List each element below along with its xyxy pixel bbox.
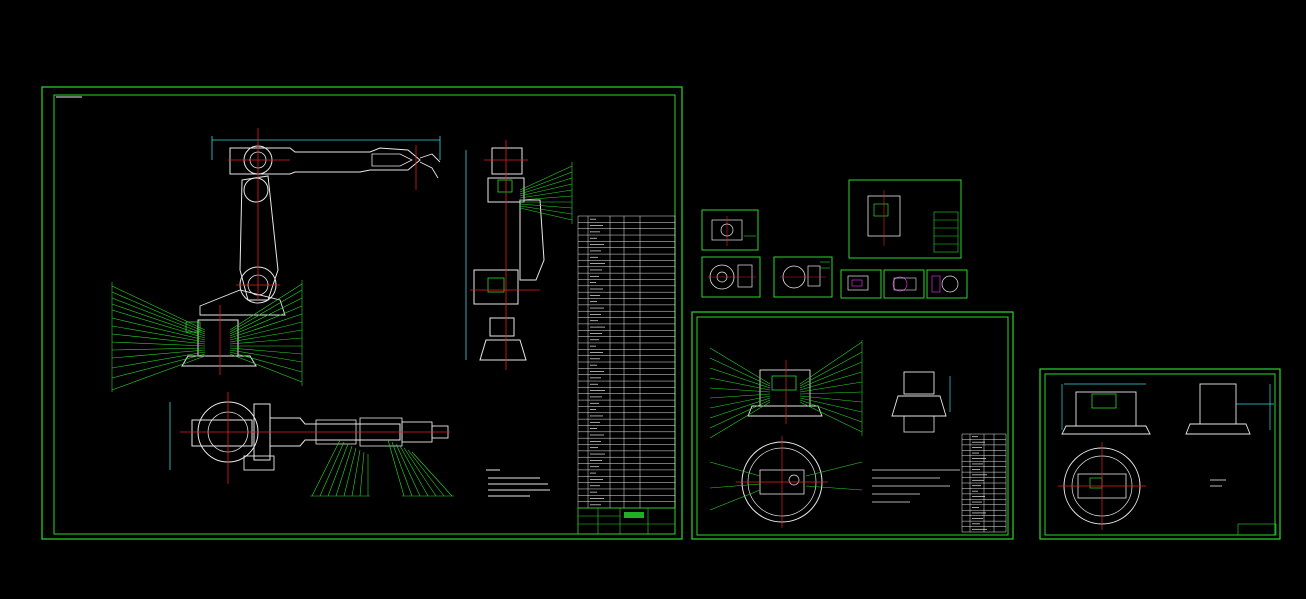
balloon-leader-icon (709, 461, 863, 511)
balloon-leader-icon (709, 340, 863, 439)
arm-plan-view (169, 392, 454, 497)
sheet-base-part[interactable] (1039, 368, 1281, 540)
sheet-detail-small-3[interactable] (773, 256, 833, 298)
crosshair-icon (219, 128, 417, 375)
balloon-leader-icon (519, 162, 573, 224)
sheet-detail-small-2[interactable] (701, 256, 761, 298)
sheet-main-assembly[interactable] (41, 86, 683, 540)
sheet-base-assembly[interactable] (691, 311, 1014, 540)
arm-elevation-view (111, 128, 441, 392)
balloon-leader-icon (229, 280, 303, 386)
balloon-leader-icon (111, 282, 206, 392)
balloon-leader-icon (310, 439, 454, 497)
sheet-thumb-2[interactable] (883, 269, 925, 299)
title-block (577, 507, 676, 535)
sheet-thumb-1[interactable] (840, 269, 882, 299)
sheet-detail-medium[interactable] (848, 179, 962, 259)
technical-notes (486, 469, 550, 497)
sheet-detail-small-1[interactable] (701, 209, 759, 251)
sheet-thumb-3[interactable] (926, 269, 968, 299)
base-parts-list (961, 433, 1007, 533)
arm-side-view (465, 140, 573, 370)
parts-list (577, 215, 676, 509)
